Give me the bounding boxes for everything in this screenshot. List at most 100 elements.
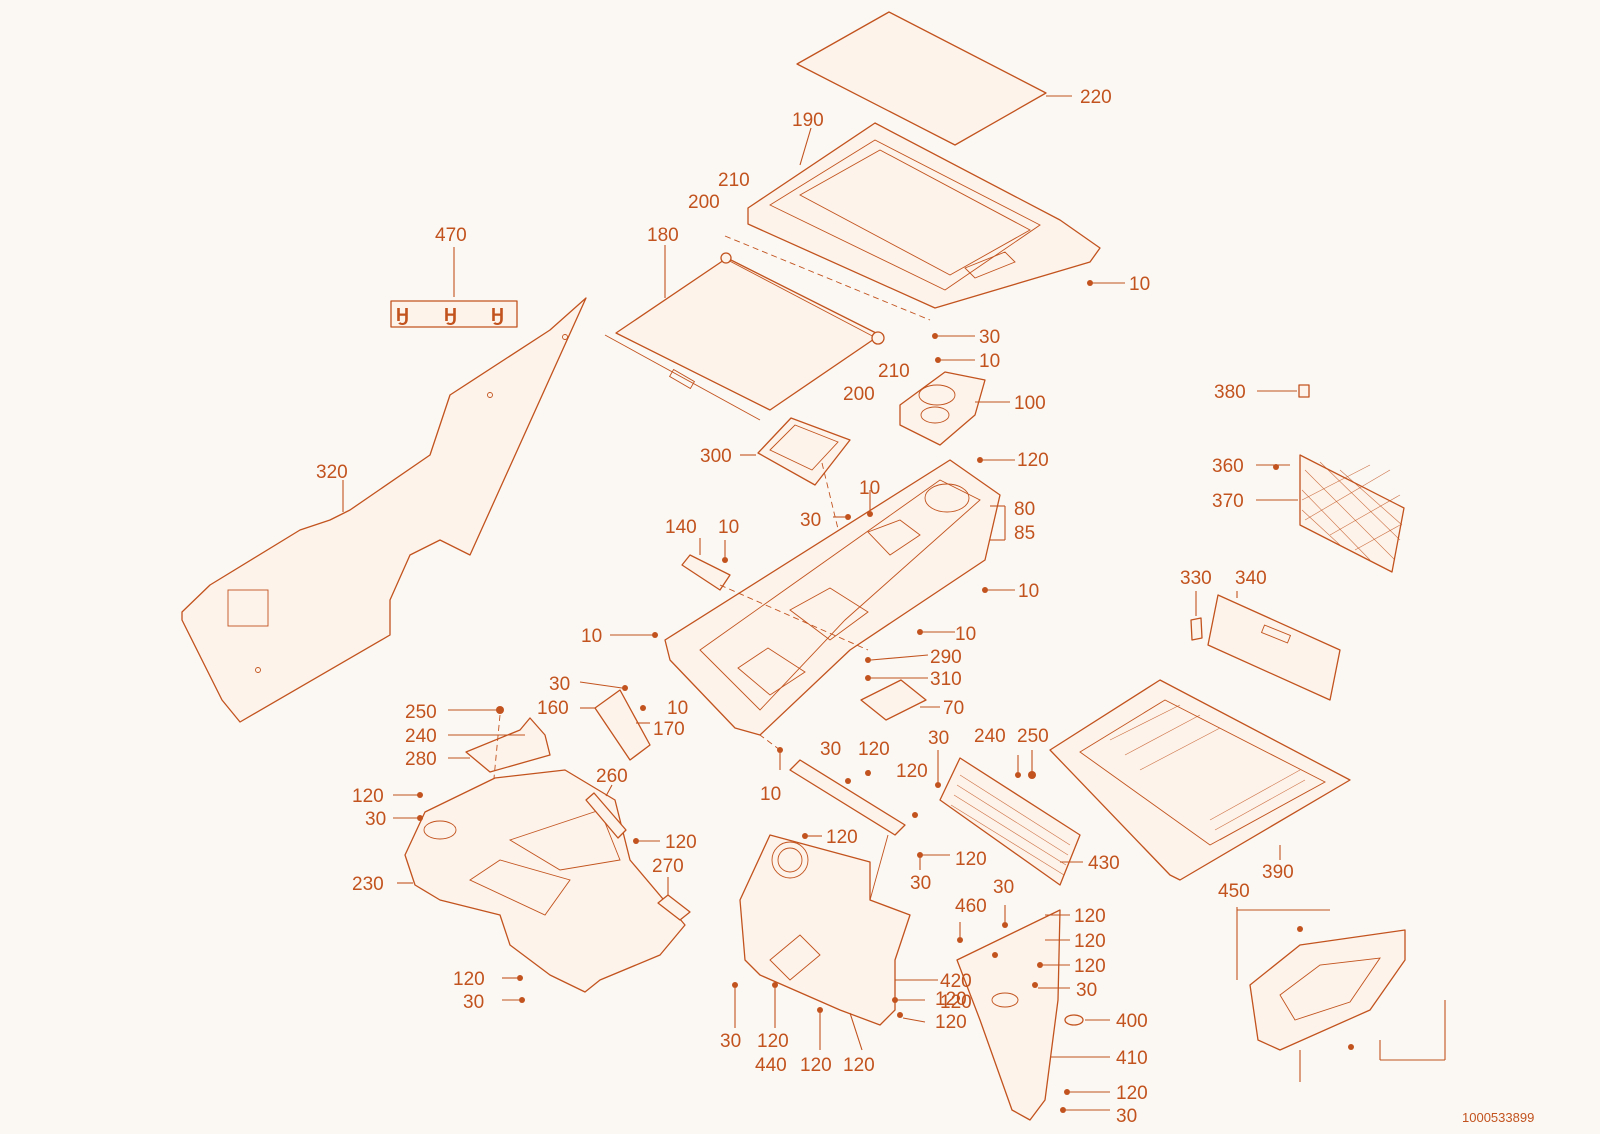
callout-260: 260 <box>596 766 628 787</box>
callout-10: 10 <box>1129 274 1150 295</box>
callout-30: 30 <box>910 873 931 894</box>
callout-120: 120 <box>1116 1083 1148 1104</box>
callout-340: 340 <box>1235 568 1267 589</box>
part-400-button <box>1064 1014 1110 1026</box>
callout-400: 400 <box>1116 1011 1148 1032</box>
callout-410: 410 <box>1116 1048 1148 1069</box>
callout-30: 30 <box>463 992 484 1013</box>
callout-120: 120 <box>453 969 485 990</box>
callout-30: 30 <box>928 728 949 749</box>
callout-330: 330 <box>1180 568 1212 589</box>
part-80-85-center-console <box>664 459 1006 736</box>
callout-450: 450 <box>1218 881 1250 902</box>
callout-80: 80 <box>1014 499 1035 520</box>
part-180-roller-blind <box>604 245 885 421</box>
part-320-side-panel <box>181 297 587 723</box>
callout-300: 300 <box>700 446 732 467</box>
part-70-tray <box>860 679 940 721</box>
callout-370: 370 <box>1212 491 1244 512</box>
callout-120: 120 <box>935 1012 967 1033</box>
callout-230: 230 <box>352 874 384 895</box>
callout-120: 120 <box>665 832 697 853</box>
callout-390: 390 <box>1262 862 1294 883</box>
part-440-rear-trim <box>1236 907 1446 1082</box>
part-430-grille <box>939 757 1083 886</box>
callout-430: 430 <box>1088 853 1120 874</box>
fastener-leaders <box>502 282 1125 1111</box>
callout-170: 170 <box>653 719 685 740</box>
part-100-cup-holder <box>899 371 1010 446</box>
callout-10: 10 <box>979 351 1000 372</box>
callout-30: 30 <box>820 739 841 760</box>
part-260-strip <box>585 784 627 839</box>
callout-30: 30 <box>800 510 821 531</box>
callout-180: 180 <box>647 225 679 246</box>
callout-220: 220 <box>1080 87 1112 108</box>
callout-270: 270 <box>652 856 684 877</box>
callout-120: 120 <box>352 786 384 807</box>
callout-120: 440 <box>755 1055 787 1076</box>
svg-text:Ӈ: Ӈ <box>444 305 457 325</box>
callout-240: 240 <box>974 726 1006 747</box>
callout-120: 120 <box>935 989 967 1010</box>
callout-120: 120 <box>800 1055 832 1076</box>
callout-420: 420 <box>940 971 972 992</box>
callout-240: 240 <box>405 726 437 747</box>
callout-120: 120 <box>1017 450 1049 471</box>
part-140-clip <box>681 538 869 651</box>
part-380-cap <box>1257 384 1310 398</box>
document-number: 1000533899 <box>1462 1110 1534 1125</box>
part-220-mat <box>796 11 1072 146</box>
callout-380: 380 <box>1214 382 1246 403</box>
callout-120: 120 <box>757 1031 789 1052</box>
callout-30: 30 <box>720 1031 741 1052</box>
callout-120: 120 <box>940 992 972 1013</box>
callout-210: 210 <box>718 170 750 191</box>
part-420-front-panel <box>739 759 938 1026</box>
callout-310: 310 <box>930 669 962 690</box>
callout-30: 30 <box>1116 1106 1137 1127</box>
callout-200: 200 <box>688 192 720 213</box>
callout-100: 100 <box>1014 393 1046 414</box>
fastener-markers <box>417 280 1354 1113</box>
callout-10: 10 <box>955 624 976 645</box>
callout-470: 470 <box>435 225 467 246</box>
callout-120: 120 <box>1074 906 1106 927</box>
callout-200: 200 <box>843 384 875 405</box>
callout-120: 120 <box>1074 956 1106 977</box>
callout-190: 190 <box>792 110 824 131</box>
callout-210: 210 <box>878 361 910 382</box>
callout-280: 280 <box>405 749 437 770</box>
part-280-plate <box>448 709 551 821</box>
callout-10: 10 <box>859 478 880 499</box>
part-410-side-trim <box>956 909 1110 1121</box>
part-390-floor-tray <box>1049 679 1351 881</box>
callout-320: 320 <box>316 462 348 483</box>
callout-120: 120 <box>843 1055 875 1076</box>
callout-10: 10 <box>581 626 602 647</box>
callout-30: 30 <box>1076 980 1097 1001</box>
part-160-bracket <box>580 689 651 761</box>
callout-120: 460 <box>955 896 987 917</box>
callout-70: 70 <box>943 698 964 719</box>
part-340-panel <box>1190 591 1341 701</box>
callout-120: 120 <box>858 739 890 760</box>
callout-30: 30 <box>549 674 570 695</box>
callout-labels: 220 190 210 200 180 10 30 10 210 200 100… <box>316 87 1534 1127</box>
callout-160: 160 <box>537 698 569 719</box>
callout-30: 30 <box>993 877 1014 898</box>
callout-85: 85 <box>1014 523 1035 544</box>
part-230-lower-console <box>393 769 686 993</box>
callout-120: 120 <box>826 827 858 848</box>
part-270-strip <box>657 877 691 921</box>
callout-120: 120 <box>896 761 928 782</box>
callout-360: 360 <box>1212 456 1244 477</box>
callout-290: 290 <box>930 647 962 668</box>
callout-10: 10 <box>1018 581 1039 602</box>
callout-30: 30 <box>365 809 386 830</box>
callout-250: 250 <box>405 702 437 723</box>
callout-30: 30 <box>979 327 1000 348</box>
callout-120: 120 <box>955 849 987 870</box>
callout-10: 10 <box>760 784 781 805</box>
